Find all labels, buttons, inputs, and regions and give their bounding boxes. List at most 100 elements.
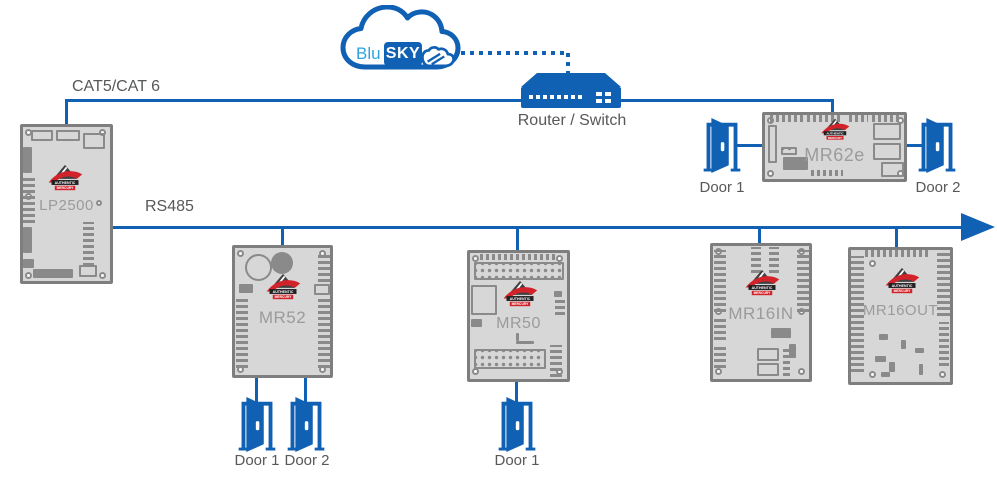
connector [314,284,330,295]
rs485-drop-mr52 [281,228,284,246]
screw-hole [869,371,876,378]
blusky-brand-prefix: Blu [356,44,381,63]
relay-block [471,285,497,315]
via-hole [96,200,102,206]
cat5-drop-mr62e [831,99,834,114]
connector-pins [849,115,868,122]
connector [33,269,73,278]
connector [56,130,80,141]
buzzer [271,252,293,274]
router-port [605,99,611,103]
connector [31,130,53,141]
rs485-bus-label: RS485 [145,198,194,215]
router-port [550,95,554,99]
authentic-mercury-logo: AUTHENTIC MERCURY [745,269,780,295]
connector [239,284,253,293]
blusky-mini-cloud-icon [421,46,455,68]
authentic-mercury-logo: AUTHENTIC MERCURY [885,267,920,293]
mr50-door1-wire [515,381,518,403]
door-icon-mr62e-2 [918,117,956,173]
connector-pins [872,115,899,122]
router-port [557,95,561,99]
jumper-pins [781,147,797,155]
connector [23,259,34,268]
router-top-face [521,73,621,87]
door-label: Door 1 [699,179,745,196]
component [881,372,890,377]
connector-pins [714,346,726,368]
board-label-mr16in: MR16IN [728,304,794,323]
mr52-door1-wire [255,377,258,403]
rs485-drop-mr16in [758,228,761,244]
component [889,362,895,372]
chip [771,328,791,338]
board-mr16in: AUTHENTIC MERCURY MR16IN [710,243,812,382]
connector-pins [236,298,248,368]
connector-pins [770,115,803,122]
relay-block [757,348,779,361]
rs485-arrow-icon [961,213,995,241]
component [915,348,924,353]
cat5-drop-lp2500 [65,99,68,126]
connector-pins [807,115,840,122]
cat5-cable-line [65,99,834,102]
connector [768,125,777,163]
connector-pins [851,256,864,372]
door-label: Door 1 [234,452,280,469]
door-label: Door 2 [284,452,330,469]
connector-pins [550,345,562,377]
logo-text-authentic: AUTHENTIC [826,131,844,135]
rs485-bus-line [112,226,964,229]
ethernet-jack [783,157,808,170]
logo-text-authentic: AUTHENTIC [55,181,76,185]
logo-text-authentic: AUTHENTIC [510,297,531,301]
connector [471,319,482,327]
authentic-mercury-logo: AUTHENTIC MERCURY [266,273,301,299]
router-port [529,95,533,99]
logo-text-mercury: MERCURY [57,186,75,190]
screw-hole [99,129,106,136]
router-port [578,95,582,99]
board-label-mr16out: MR16OUT [862,302,939,319]
component [516,333,519,341]
terminal-strip [474,262,564,280]
connector-pins [769,247,779,273]
router-port [543,95,547,99]
screw-hole [472,255,479,262]
door-label: Door 2 [915,179,961,196]
mr62e-door1-wire [736,144,764,147]
screw-hole [869,260,876,267]
connector-pins [318,298,330,368]
screw-hole [25,272,32,279]
connector-pins [714,318,726,340]
screw-hole [237,250,244,257]
connector-pins [937,252,950,316]
connector-pins [797,250,809,312]
connector-pins [23,177,35,223]
board-lp2500: AUTHENTIC MERCURY LP2500 [20,124,113,284]
connector-pins [555,299,565,315]
logo-text-mercury: MERCURY [828,136,842,140]
component [881,162,904,177]
cat5-cable-label: CAT5/CAT 6 [72,78,161,95]
authentic-mercury-logo: AUTHENTIC MERCURY [48,164,83,190]
router-port [596,92,602,96]
component [901,340,906,349]
screw-hole [939,371,946,378]
rs485-drop-mr16out [895,228,898,248]
connector-pins [811,170,843,176]
connector-pins [783,348,790,376]
logo-text-mercury: MERCURY [894,289,912,293]
door-icon-mr62e-1 [703,117,741,173]
connector [554,291,562,297]
relay-block [873,123,901,140]
component [879,334,888,340]
mr62e-door2-wire [905,144,924,147]
cloud-dotted-link-h [461,51,569,55]
authentic-mercury-logo: AUTHENTIC MERCURY [503,280,538,306]
ethernet-jack [83,133,105,149]
terminal-strip [474,349,546,369]
dip-switches [83,222,94,266]
component [875,356,886,362]
board-mr52: AUTHENTIC MERCURY MR52 [232,245,333,378]
